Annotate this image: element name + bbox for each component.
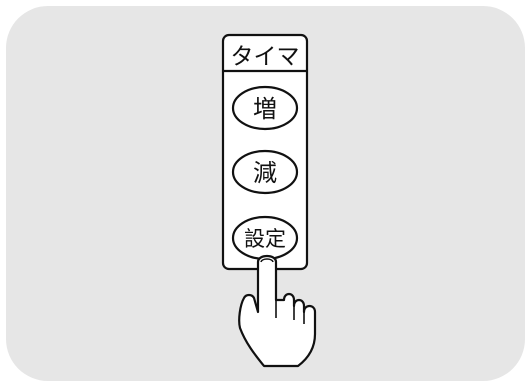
set-button-label: 設定: [244, 227, 286, 251]
increase-button-label: 増: [253, 95, 277, 123]
fingernail: [260, 258, 274, 263]
increase-button[interactable]: 増: [231, 85, 299, 131]
hand-outline: [238, 254, 317, 368]
increase-button-outline[interactable]: [231, 85, 299, 131]
timer-title: タイマ: [231, 44, 300, 70]
decrease-button-label: 減: [253, 159, 277, 187]
pointing-hand-icon: [238, 254, 317, 368]
decrease-button-outline[interactable]: [231, 149, 299, 195]
set-button[interactable]: 設定: [231, 215, 299, 261]
decrease-button[interactable]: 減: [231, 149, 299, 195]
finger-creases: [275, 300, 305, 324]
